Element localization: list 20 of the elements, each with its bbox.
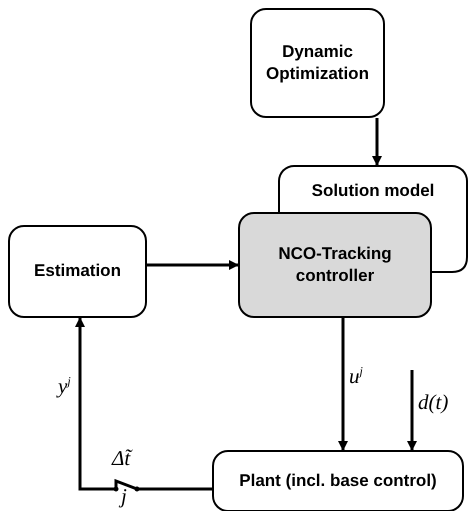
process-box [8, 225, 147, 318]
arrow [147, 260, 239, 270]
math-label: j [121, 486, 127, 507]
node-label: Estimation [34, 260, 121, 282]
process-box [278, 165, 468, 212]
node-label: Dynamic Optimization [265, 40, 370, 85]
arrow [75, 317, 212, 490]
process-box [212, 450, 464, 511]
arrow [372, 118, 382, 166]
process-box [250, 8, 385, 118]
edge-label: d(t) [418, 392, 448, 413]
edge-label: u$^{j}$ [349, 365, 363, 387]
edge-label: y$^{j}$ [58, 375, 71, 397]
node-label: Solution model [312, 180, 434, 202]
controller-box [238, 212, 432, 318]
arrow [407, 370, 417, 451]
node-label: Plant (incl. base control) [239, 470, 437, 492]
node-label: NCO-Tracking controller [277, 242, 393, 287]
math-label: Δt̃ [112, 448, 130, 469]
arrow [338, 318, 348, 451]
